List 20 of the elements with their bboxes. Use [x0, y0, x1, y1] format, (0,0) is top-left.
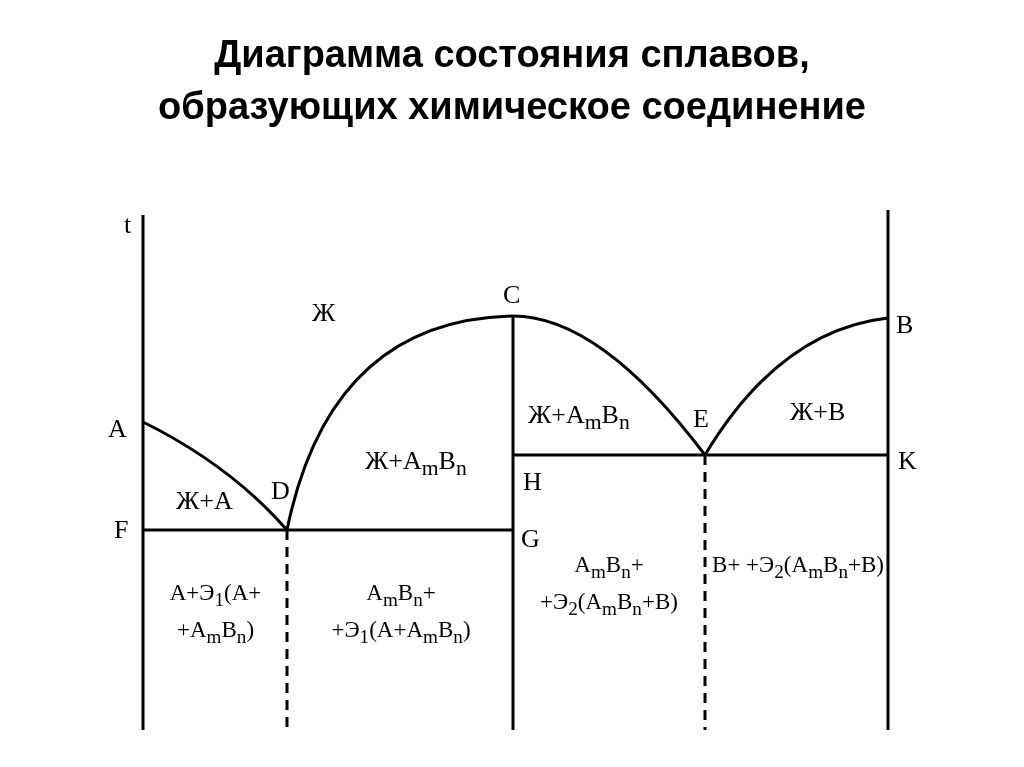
phase-label: Ж+A$_{m}$B$_{n}$	[365, 446, 467, 483]
point-label: F	[114, 515, 129, 545]
point-label: D	[271, 476, 290, 506]
point-label: B	[896, 310, 914, 340]
phase-label: A$_{m}$B$_{n}$+ +Э$_{1}$(A+A$_{m}$B$_{n}$)	[330, 579, 472, 649]
phase-label: Ж	[312, 298, 336, 328]
phase-label: Ж+B	[790, 397, 846, 427]
point-label: K	[898, 446, 917, 476]
title: Диаграмма состояния сплавов, образующих химическое соединение	[157, 32, 867, 129]
point-label: E	[693, 404, 709, 434]
point-label: H	[523, 467, 542, 497]
point-label: C	[503, 280, 521, 310]
axis-label: t	[124, 210, 132, 240]
point-label: G	[521, 524, 540, 554]
phase-label: Ж+A$_{m}$B$_{n}$	[528, 400, 630, 437]
phase-label: Ж+A	[176, 486, 233, 516]
phase-label: A+Э$_{1}$(A+ +A$_{m}$B$_{n}$)	[168, 579, 263, 649]
phase-label: A$_{m}$B$_{n}$+ +Э$_{2}$(A$_{m}$B$_{n}$+B)	[539, 551, 679, 621]
point-label: A	[108, 414, 127, 444]
phase-label: B+ +Э$_{2}$(A$_{m}$B$_{n}$+B)	[711, 551, 885, 584]
